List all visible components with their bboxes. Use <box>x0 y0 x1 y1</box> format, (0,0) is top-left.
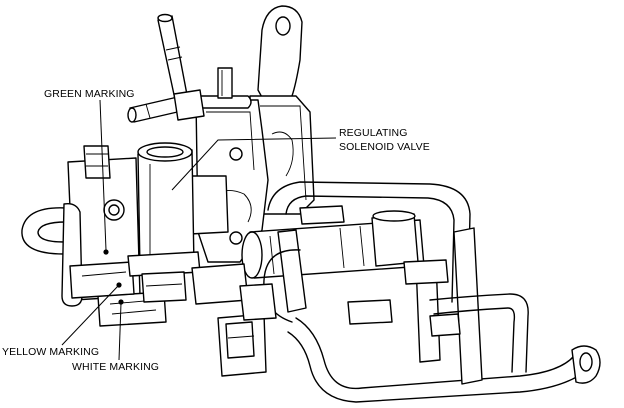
upper-vacuum-pipes <box>127 13 205 123</box>
right-solenoid-canister <box>241 205 425 279</box>
white-marking-text: WHITE MARKING <box>72 361 159 373</box>
label-yellow-marking: YELLOW MARKING <box>2 282 122 358</box>
lower-bracket <box>191 263 277 377</box>
right-hose-assembly <box>263 181 601 403</box>
regulating-line2-text: SOLENOID VALVE <box>339 141 430 153</box>
green-marking-text: GREEN MARKING <box>44 88 135 100</box>
left-hose-loop <box>21 202 135 307</box>
regulating-line1-text: REGULATING <box>339 127 407 139</box>
regulating-solenoid-valve <box>127 142 201 303</box>
label-white-marking: WHITE MARKING <box>72 299 159 373</box>
label-green-marking: GREEN MARKING <box>44 88 135 255</box>
label-regulating-solenoid-valve: REGULATING SOLENOID VALVE <box>171 127 430 191</box>
yellow-marking-text: YELLOW MARKING <box>2 346 99 358</box>
